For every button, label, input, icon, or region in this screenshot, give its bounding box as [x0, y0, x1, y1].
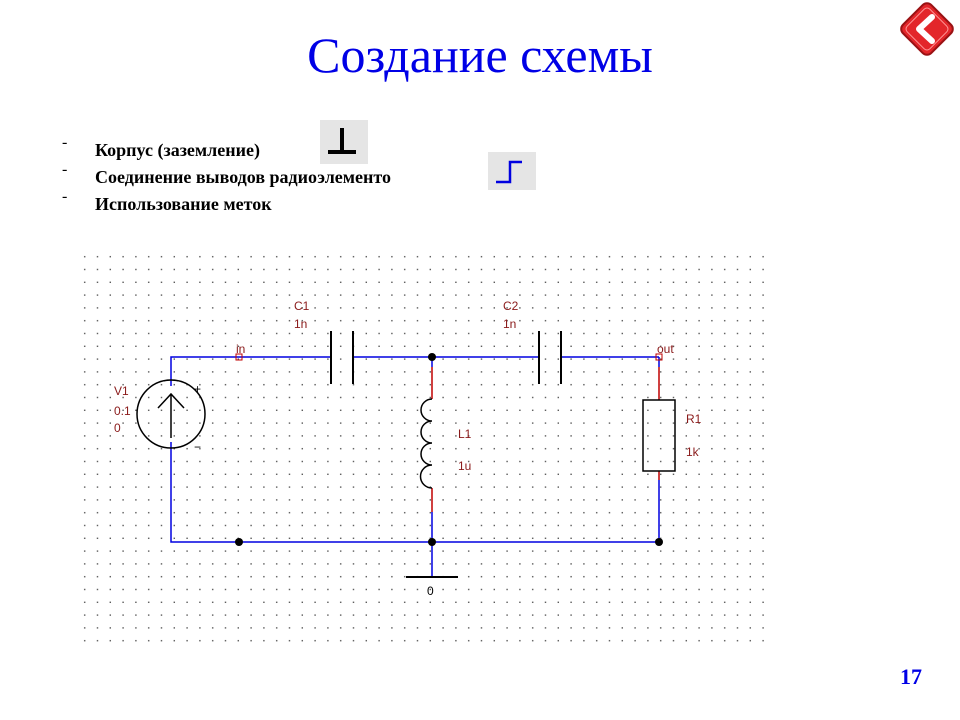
- label-in-marker: [235, 353, 243, 361]
- c2-name: C2: [503, 299, 519, 313]
- schematic-grid: [80, 252, 772, 648]
- v1-name: V1: [114, 384, 129, 398]
- bullet-text: Использование меток: [95, 194, 272, 214]
- v1-value-2: 0: [114, 421, 121, 435]
- page-number: 17: [900, 664, 922, 689]
- c2-value: 1n: [503, 317, 516, 331]
- bullet-dash: -: [62, 134, 68, 151]
- l1-name: L1: [458, 427, 472, 441]
- bullet-text: Корпус (заземление): [95, 140, 260, 160]
- ground-tool-button: [320, 120, 368, 164]
- junction-dots: [235, 353, 663, 546]
- r1-value: 1k: [686, 445, 700, 459]
- ground-symbol-icon: [328, 128, 356, 154]
- bullet-dash: -: [62, 188, 68, 205]
- label-out-marker: [655, 353, 663, 361]
- slide-title: Создание схемы: [307, 27, 653, 83]
- bullet-text: Соединение выводов радиоэлементо: [95, 167, 392, 187]
- component-pins: [431, 367, 660, 512]
- resistor-r1: [642, 399, 676, 472]
- voltage-source-v1: [136, 379, 206, 449]
- wires: [170, 356, 660, 577]
- inductor-l1: [419, 398, 433, 489]
- chevron-left-icon[interactable]: [898, 0, 956, 58]
- net-label-in: in: [236, 342, 245, 356]
- wire-tool-button: [488, 152, 536, 190]
- v1-minus-sign: −: [194, 440, 201, 454]
- wire-tool-icon: [496, 160, 522, 184]
- capacitor-c1: [330, 331, 354, 384]
- c1-value: 1n: [294, 317, 307, 331]
- net-label-out: out: [657, 342, 674, 356]
- capacitor-c2: [538, 331, 562, 384]
- v1-value: 0.1: [114, 404, 131, 418]
- l1-value: 1u: [458, 459, 471, 473]
- r1-name: R1: [686, 412, 702, 426]
- bullet-dash: -: [62, 161, 68, 178]
- c1-name: C1: [294, 299, 310, 313]
- circuit-schematic: + − V1 0.1 0 C1 1n C2 1n L1 1u R1 1k in …: [80, 252, 772, 648]
- ground-label: 0: [427, 584, 434, 598]
- v1-plus-sign: +: [194, 382, 201, 396]
